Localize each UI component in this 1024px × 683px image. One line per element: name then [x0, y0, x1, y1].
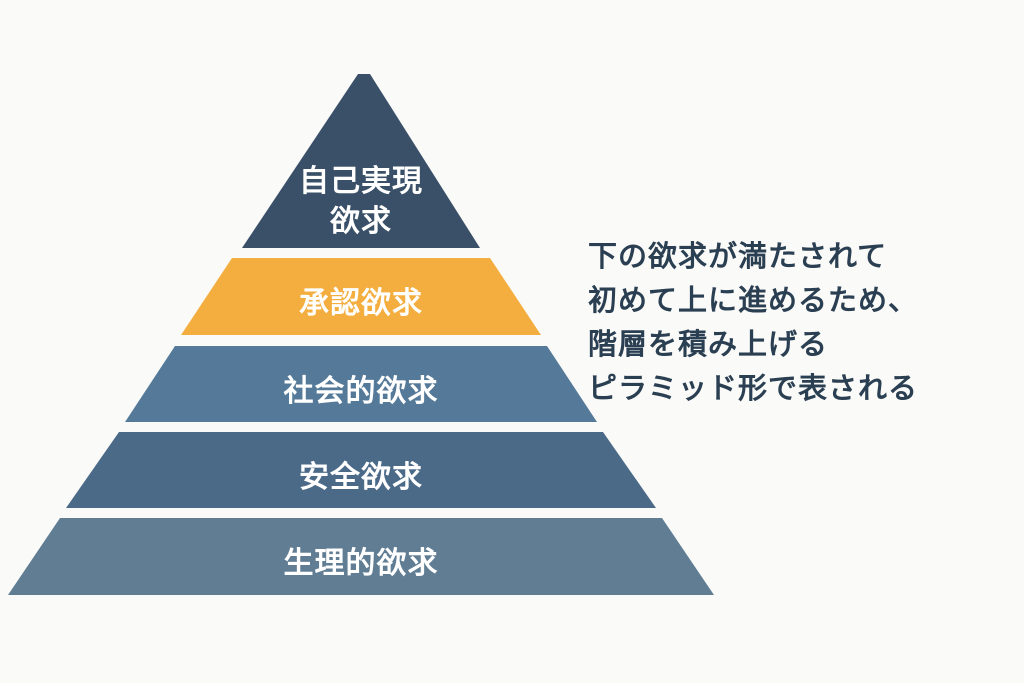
tier-social	[125, 346, 597, 422]
tier-self-actualization	[242, 74, 480, 248]
tier-safety	[66, 432, 656, 508]
explanation-text: 下の欲求が満たされて 初めて上に進めるため、 階層を積み上げる ピラミッド形で表…	[588, 234, 1008, 410]
explanation-line: 下の欲求が満たされて	[588, 239, 888, 273]
tier-label-self-actualization-line2: 欲求	[330, 204, 392, 239]
explanation-line: 階層を積み上げる	[588, 327, 829, 361]
tier-label-social: 社会的欲求	[283, 374, 439, 409]
tier-label-self-actualization-line1: 自己実現	[299, 164, 423, 199]
explanation-line: 初めて上に進めるため、	[588, 283, 919, 317]
tier-esteem	[181, 258, 541, 335]
tier-label-physiological: 生理的欲求	[283, 546, 439, 581]
explanation-line: ピラミッド形で表される	[588, 371, 919, 405]
tier-label-self-actualization: 自己実現 欲求	[299, 162, 423, 242]
tier-physiological	[8, 518, 714, 595]
tier-label-safety: 安全欲求	[299, 460, 423, 495]
tier-label-esteem: 承認欲求	[299, 286, 423, 321]
